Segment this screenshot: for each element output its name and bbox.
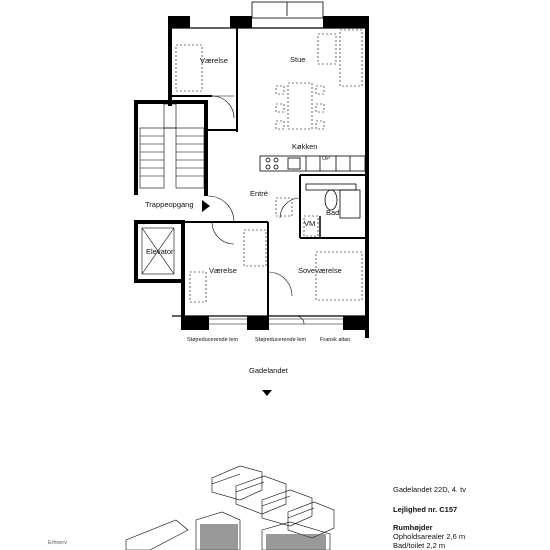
annotation-erhverv: Erhverv bbox=[48, 540, 67, 546]
street-name: Gadelandet bbox=[249, 366, 288, 375]
room-label-bad: Bad bbox=[326, 208, 340, 217]
direction-arrow bbox=[262, 390, 272, 396]
label-vm: VM bbox=[304, 219, 316, 228]
room-heights-title: Rumhøjder bbox=[393, 523, 433, 532]
opholds-height: Opholdsarealer 2,6 m bbox=[393, 532, 466, 541]
top-window bbox=[251, 1, 324, 19]
annotation-stoj-1: Støjreducerende lem bbox=[187, 337, 239, 343]
room-label-vaerelse-top: Værelse bbox=[200, 56, 228, 65]
bathroom-fixtures bbox=[305, 183, 361, 219]
staircase bbox=[139, 103, 205, 189]
furniture bbox=[175, 29, 363, 303]
room-label-trappeopgang: Trappeopgang bbox=[145, 200, 194, 209]
label-op: OP bbox=[322, 156, 330, 162]
elevator-shaft bbox=[141, 227, 175, 275]
annotation-stoj-2: Støjreducerende lem bbox=[255, 337, 307, 343]
entrance-arrow bbox=[202, 200, 210, 212]
address-text: Gadelandet 22D, 4. tv bbox=[393, 485, 466, 494]
room-label-entre: Entré bbox=[250, 189, 268, 198]
exterior-walls bbox=[134, 16, 369, 338]
bad-height: Bad/toilet 2,2 m bbox=[393, 541, 446, 550]
room-label-sovevaerelse: Soveværelse bbox=[298, 266, 342, 275]
room-label-elevator: Elevator bbox=[146, 247, 174, 256]
room-label-vaerelse-bottom: Værelse bbox=[209, 266, 237, 275]
room-label-kokken: Køkken bbox=[292, 142, 318, 151]
annotation-fransk-altan: Fransk altan bbox=[320, 337, 351, 343]
apartment-number: Lejlighed nr. C157 bbox=[393, 505, 458, 514]
room-label-stue: Stue bbox=[290, 55, 306, 64]
building-sketch bbox=[125, 465, 335, 550]
kitchen-counter bbox=[259, 155, 366, 172]
